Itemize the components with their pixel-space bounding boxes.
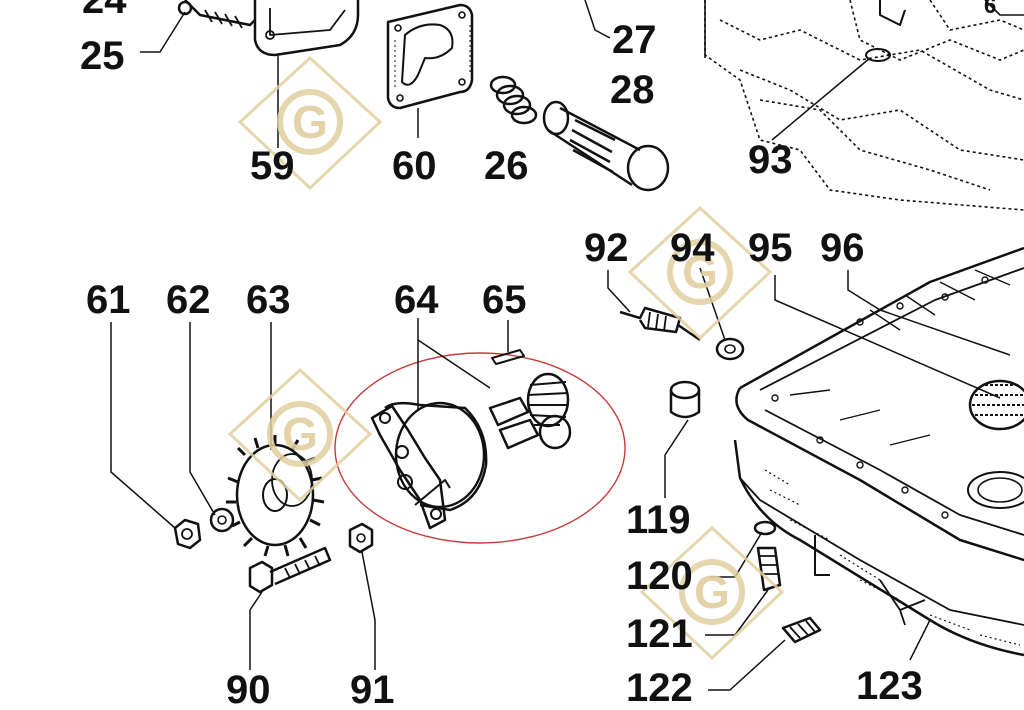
part-64-oil-pump bbox=[370, 401, 488, 530]
label-60: 60 bbox=[392, 144, 437, 188]
label-28: 28 bbox=[610, 68, 655, 112]
watermark-letter: G bbox=[682, 246, 718, 298]
label-96: 96 bbox=[820, 226, 865, 270]
watermark-logos bbox=[227, 55, 785, 661]
leader-122 bbox=[708, 639, 786, 691]
label-24: 24 bbox=[82, 0, 127, 22]
part-65-key bbox=[491, 349, 525, 365]
label-61: 61 bbox=[86, 278, 131, 322]
part-93-washer bbox=[865, 0, 906, 62]
leader-92 bbox=[607, 270, 631, 313]
part-94-washer bbox=[715, 337, 745, 361]
label-59: 59 bbox=[250, 144, 295, 188]
watermark-logo bbox=[237, 55, 383, 191]
part-26-spring bbox=[489, 75, 538, 125]
leader-94 bbox=[699, 267, 726, 341]
label-26: 26 bbox=[484, 144, 529, 188]
part-61-nut bbox=[173, 518, 202, 550]
part-122-screw bbox=[781, 616, 822, 644]
label-122: 122 bbox=[626, 666, 693, 710]
leader-123 bbox=[909, 619, 931, 661]
watermark-letter: G bbox=[282, 408, 318, 460]
label-65: 65 bbox=[482, 278, 527, 322]
part-25-bolt bbox=[177, 0, 256, 29]
part-123-oil-pan bbox=[733, 246, 1024, 657]
engine-block-solid bbox=[704, 0, 1024, 58]
leader-95 bbox=[774, 275, 1001, 399]
label-25: 25 bbox=[80, 34, 125, 78]
leader-96 bbox=[847, 270, 1011, 356]
part-91-nut bbox=[348, 522, 374, 554]
watermark-logo bbox=[639, 525, 785, 661]
label-94: 94 bbox=[670, 226, 715, 270]
leader-64 bbox=[417, 318, 491, 410]
label-62: 62 bbox=[166, 278, 211, 322]
label-6: 6 bbox=[984, 0, 997, 18]
part-60-gasket bbox=[386, 3, 474, 110]
label-27: 27 bbox=[612, 18, 657, 62]
leader-93 bbox=[771, 57, 871, 141]
label-123: 123 bbox=[856, 664, 923, 708]
leader-91 bbox=[361, 551, 376, 670]
watermark-logo bbox=[627, 205, 773, 341]
label-95: 95 bbox=[748, 226, 793, 270]
part-90-bolt bbox=[248, 546, 332, 594]
watermark-logo bbox=[227, 367, 373, 503]
part-62-washer bbox=[209, 507, 235, 533]
engine-block-outline bbox=[704, 0, 1024, 211]
part-92-sensor bbox=[619, 306, 701, 342]
leader-27 bbox=[584, 0, 611, 39]
watermark-letters: G G G G bbox=[282, 96, 730, 618]
part-120-washer bbox=[753, 520, 777, 536]
leader-119 bbox=[664, 419, 689, 498]
highlight-ellipse bbox=[334, 352, 626, 544]
watermark-letter: G bbox=[292, 96, 328, 148]
label-93: 93 bbox=[748, 138, 793, 182]
part-64-gears bbox=[488, 372, 572, 450]
part-121-plug bbox=[756, 546, 782, 592]
leader-90 bbox=[249, 591, 263, 670]
label-63: 63 bbox=[246, 278, 291, 322]
leader-62 bbox=[189, 322, 216, 516]
watermark-letter: G bbox=[694, 566, 730, 618]
label-120: 120 bbox=[626, 554, 693, 598]
label-91: 91 bbox=[350, 668, 395, 710]
leader-25 bbox=[140, 11, 186, 53]
label-64: 64 bbox=[394, 278, 439, 322]
leader-61 bbox=[110, 322, 176, 529]
label-92: 92 bbox=[584, 226, 629, 270]
part-96-strainer bbox=[968, 379, 1024, 431]
label-119: 119 bbox=[626, 498, 691, 542]
label-90: 90 bbox=[226, 668, 271, 710]
part-119-bush bbox=[669, 380, 701, 419]
part-28-filter bbox=[542, 100, 670, 192]
label-121: 121 bbox=[626, 612, 693, 656]
part-59-cover bbox=[253, 0, 360, 57]
